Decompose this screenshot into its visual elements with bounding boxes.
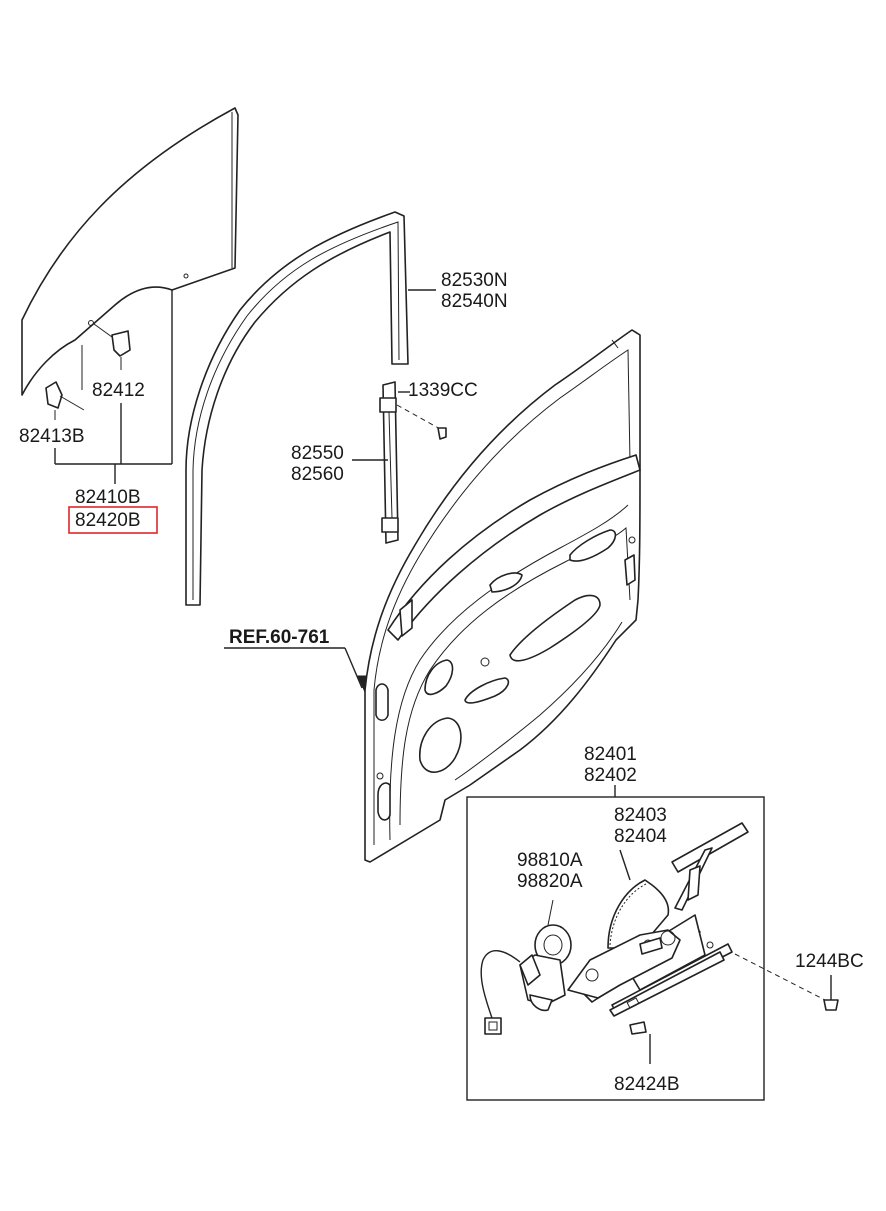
bolt-1244bc [734, 953, 839, 1011]
label-82420b: 82420B [75, 510, 141, 531]
label-82550: 82550 [291, 443, 344, 464]
label-82530n: 82530N [441, 270, 508, 291]
clip-82412 [88, 320, 131, 370]
glass-callout-bracket [54, 290, 173, 484]
label-98820a: 98820A [517, 871, 583, 892]
rear-channel [379, 381, 447, 544]
callout-leaders [352, 289, 631, 881]
label-1244bc: 1244BC [795, 951, 864, 972]
label-1339cc: 1339CC [408, 380, 478, 401]
label-82410b: 82410B [75, 487, 141, 508]
label-ref: REF.60-761 [229, 627, 330, 648]
highlight-box [68, 506, 158, 534]
door-inner-panel [364, 329, 641, 863]
label-82540n: 82540N [441, 291, 508, 312]
door-glass [21, 107, 239, 396]
bolt-82424b [629, 1021, 651, 1064]
label-82402: 82402 [584, 765, 637, 786]
regulator-motor [480, 899, 572, 1035]
clip-82413b [45, 345, 85, 420]
label-82413b: 82413B [19, 426, 85, 447]
label-82404: 82404 [614, 826, 667, 847]
label-82560: 82560 [291, 464, 344, 485]
label-98810a: 98810A [517, 850, 583, 871]
label-82403: 82403 [614, 805, 667, 826]
label-82424b: 82424B [614, 1074, 680, 1095]
label-82401: 82401 [584, 744, 637, 765]
window-regulator [567, 822, 749, 1017]
glass-run-channel [185, 211, 409, 606]
label-82412: 82412 [92, 380, 145, 401]
ref-arrow [224, 647, 367, 693]
regulator-box [466, 785, 765, 1101]
